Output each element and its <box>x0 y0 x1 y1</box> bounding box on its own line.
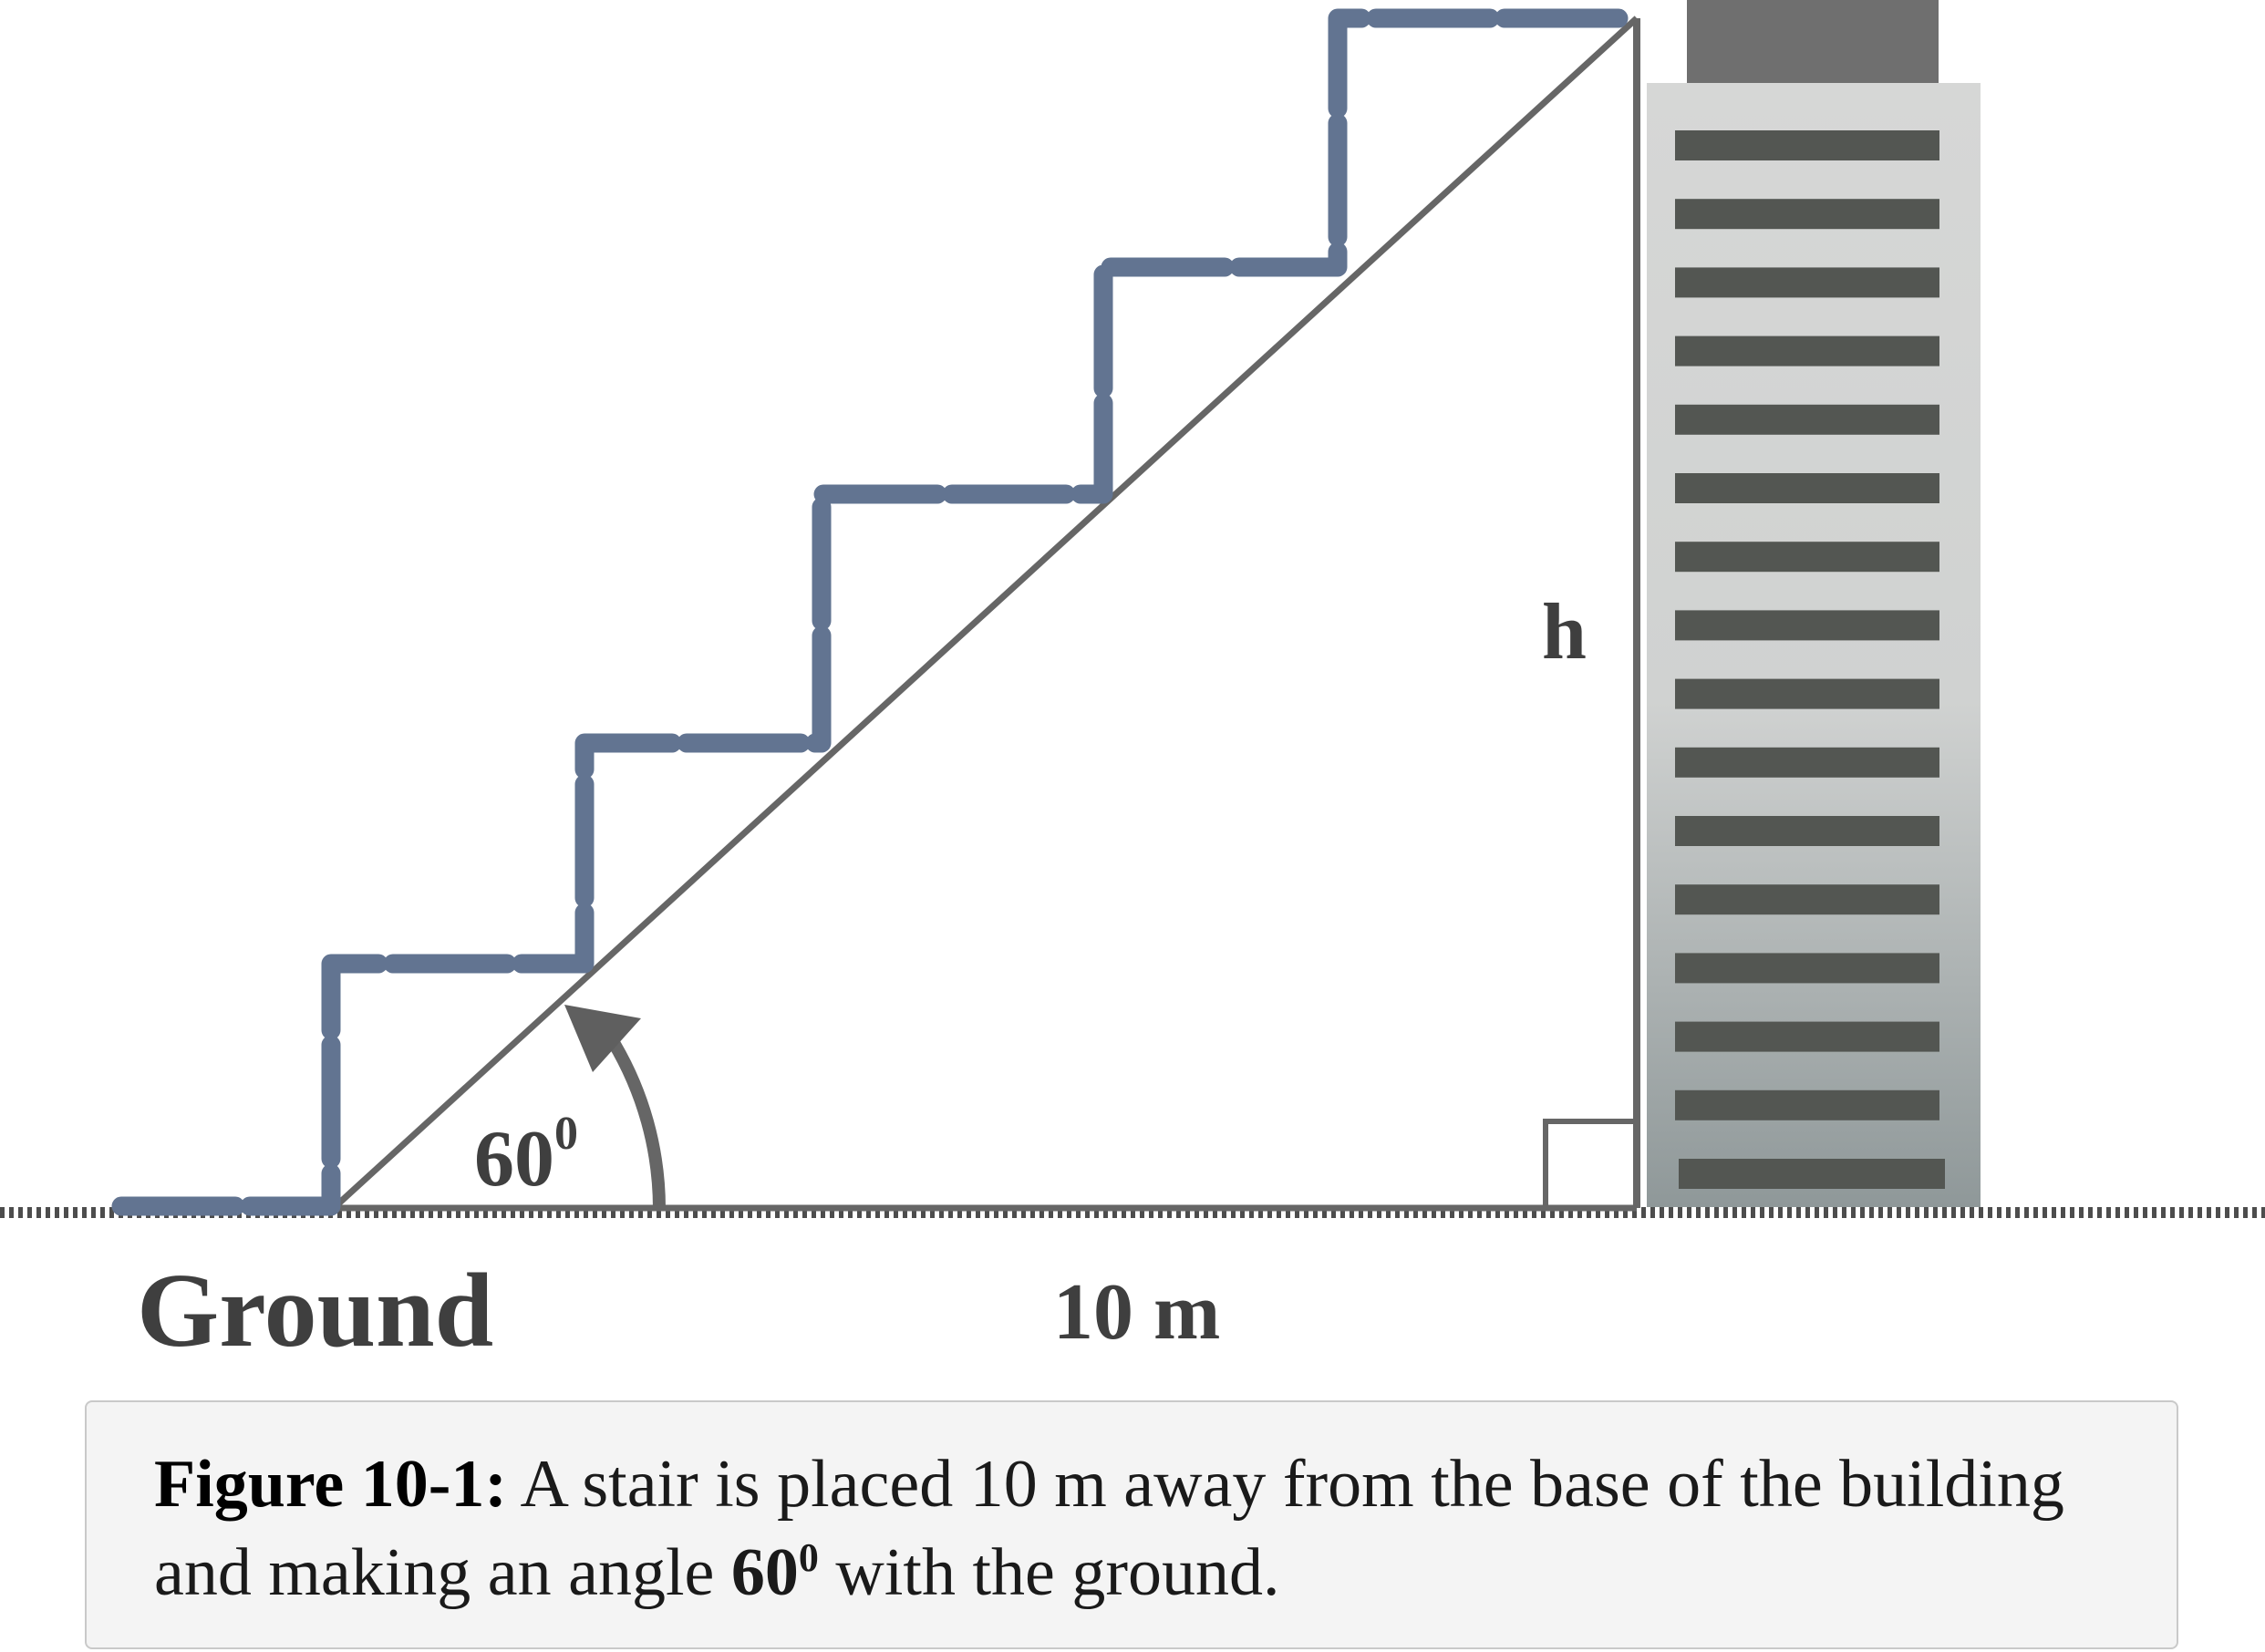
building-window-band <box>1675 542 1939 573</box>
caption-angle-value: 60 <box>730 1535 799 1610</box>
angle-indicator <box>564 1005 666 1209</box>
stair-hypotenuse-line <box>331 15 1639 1211</box>
building-window-band <box>1675 267 1939 298</box>
caption-text-part2: with the ground. <box>818 1535 1280 1610</box>
building-rooftop <box>1687 0 1939 85</box>
distance-label: 10 m <box>1053 1268 1220 1357</box>
building-window-band <box>1675 1021 1939 1052</box>
caption-text-part1: A stair is placed 10 m away from the bas… <box>154 1447 2064 1610</box>
building-window-band <box>1675 404 1939 435</box>
building-window-band <box>1679 1159 1945 1189</box>
building-window-band <box>1675 816 1939 846</box>
angle-value: 60 <box>474 1115 554 1203</box>
angle-arrowhead-icon <box>564 1005 641 1072</box>
angle-label: 600 <box>474 1108 578 1203</box>
building-window-band <box>1675 747 1939 778</box>
building-window-band <box>1675 130 1939 160</box>
building <box>1647 0 1981 1207</box>
right-triangle <box>331 15 1640 1212</box>
building-window-band <box>1675 610 1939 641</box>
angle-unit: 0 <box>554 1108 578 1160</box>
right-angle-marker <box>1543 1119 1637 1208</box>
building-windows <box>1675 130 1945 1189</box>
building-window-band <box>1675 953 1939 984</box>
height-label: h <box>1542 588 1587 676</box>
ground-label: Ground <box>137 1253 493 1369</box>
caption-angle: 600 <box>731 1535 819 1610</box>
building-window-band <box>1675 884 1939 915</box>
stair <box>111 8 1629 1216</box>
building-window-band <box>1675 336 1939 367</box>
figure-label: Figure 10-1: <box>154 1447 508 1522</box>
building-window-band <box>1675 1089 1939 1120</box>
stair-outline <box>111 8 1629 1216</box>
angle-arc <box>606 1038 666 1209</box>
building-window-band <box>1675 473 1939 503</box>
figure-caption: Figure 10-1: A stair is placed 10 m away… <box>85 1400 2178 1649</box>
caption-angle-unit: 0 <box>798 1535 819 1580</box>
building-window-band <box>1675 199 1939 230</box>
building-window-band <box>1675 678 1939 709</box>
